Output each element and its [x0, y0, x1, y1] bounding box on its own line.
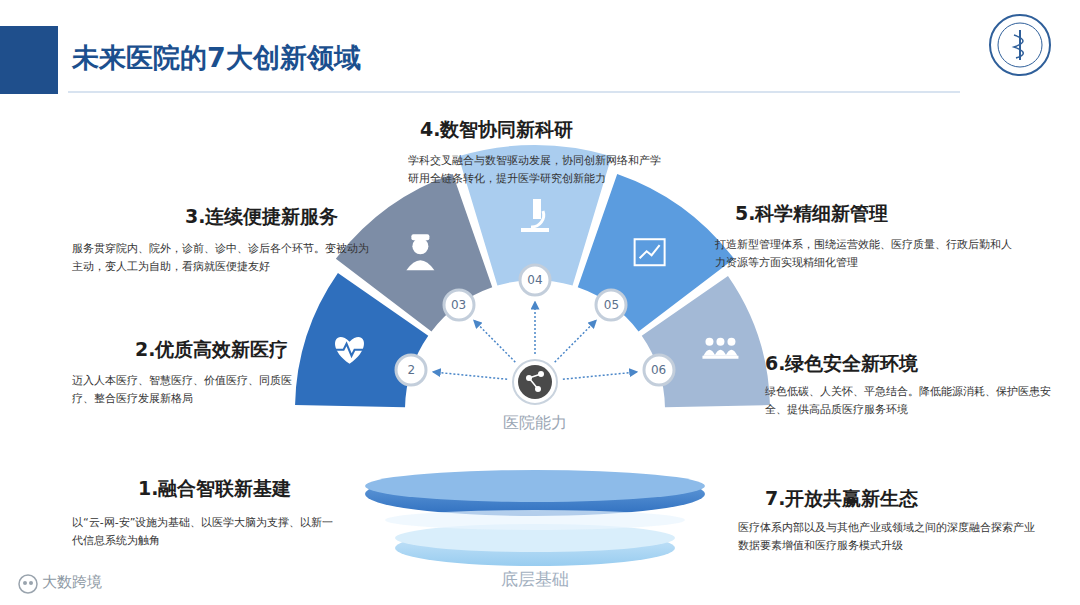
title-rule: [68, 91, 960, 93]
person-icon: [705, 338, 713, 346]
area-heading: 3.连续便捷新服务: [185, 204, 338, 230]
area-text: 以“云-网-安”设施为基础、以医学大脑为支撑、以新一代信息系统为触角: [72, 514, 342, 550]
microscope-base: [521, 228, 549, 232]
title-bar: [0, 26, 58, 94]
area-text: 打造新型管理体系，围绕运营效能、医疗质量、行政后勤和人力资源等方面实现精细化管理: [715, 236, 1015, 272]
chart-line: [640, 245, 660, 258]
center-hub: [513, 360, 557, 404]
number-circle: 03: [442, 288, 476, 322]
area-text: 迈入人本医疗、智慧医疗、价值医疗、同质医疗、整合医疗发展新格局: [72, 372, 307, 408]
nurse-cap: [411, 234, 429, 240]
area-text: 学科交叉融合与数智驱动发展，协同创新网络和产学研用全链条转化，提升医学研究创新能…: [408, 152, 670, 188]
callout-number: 03: [442, 288, 476, 322]
area-heading: 2.优质高效新医疗: [135, 337, 288, 363]
segment-icons: [335, 199, 738, 364]
heart-icon: [335, 337, 364, 364]
dotted-arrow: [534, 302, 536, 354]
person-body: [703, 350, 715, 356]
area-heading: 6.绿色安全新环境: [765, 351, 918, 377]
microscope-icon: [533, 199, 541, 219]
number-circle: 06: [642, 353, 676, 387]
area-text: 绿色低碳、人关怀、平急结合。降低能源消耗、保护医患安全、提供高品质医疗服务环境: [765, 383, 1055, 419]
area-text: 医疗体系内部以及与其他产业或领域之间的深度融合探索产业数据要素增值和医疗服务模式…: [738, 519, 1038, 555]
person-icon: [716, 338, 724, 346]
chart-icon: [635, 239, 665, 265]
area-heading: 1.融合智联新基建: [138, 476, 291, 502]
caption-label: 医院能力: [503, 413, 567, 434]
dotted-arrow: [563, 372, 637, 379]
nurse-body: [406, 260, 434, 270]
watermark-logo: [19, 575, 37, 593]
fan-segment: [642, 276, 770, 407]
dotted-arrow: [474, 320, 515, 362]
platform: [365, 470, 705, 566]
table-icon: [702, 356, 738, 359]
callout-number: 04: [518, 263, 552, 297]
area-heading: 7.开放共赢新生态: [765, 486, 918, 512]
number-circle: 05: [594, 288, 628, 322]
person-body: [725, 350, 737, 356]
watermark: 大数跨境: [42, 573, 102, 592]
nurse-icon: [412, 238, 428, 254]
person-body: [714, 350, 726, 356]
area-heading: 5.科学精细新管理: [735, 201, 888, 227]
logo: [990, 15, 1050, 75]
area-text: 服务贯穿院内、院外，诊前、诊中、诊后各个环节。变被动为主动，变人工为自助，看病就…: [72, 240, 372, 276]
fan-segments: [295, 145, 770, 407]
callout-number: 06: [642, 353, 676, 387]
person-icon: [727, 338, 735, 346]
page-title: 未来医院的7大创新领域: [72, 40, 361, 76]
dotted-arrow: [555, 320, 596, 362]
callout-number: 05: [594, 288, 628, 322]
area-heading: 4.数智协同新科研: [420, 117, 573, 143]
caption-label: 底层基础: [501, 568, 569, 591]
callout-number: 2: [394, 353, 428, 387]
microscope-arm: [531, 211, 544, 227]
dotted-arrow: [433, 372, 507, 379]
number-circle: 2: [394, 353, 428, 387]
pulse-line: [336, 344, 364, 356]
number-circle: 04: [518, 263, 552, 297]
